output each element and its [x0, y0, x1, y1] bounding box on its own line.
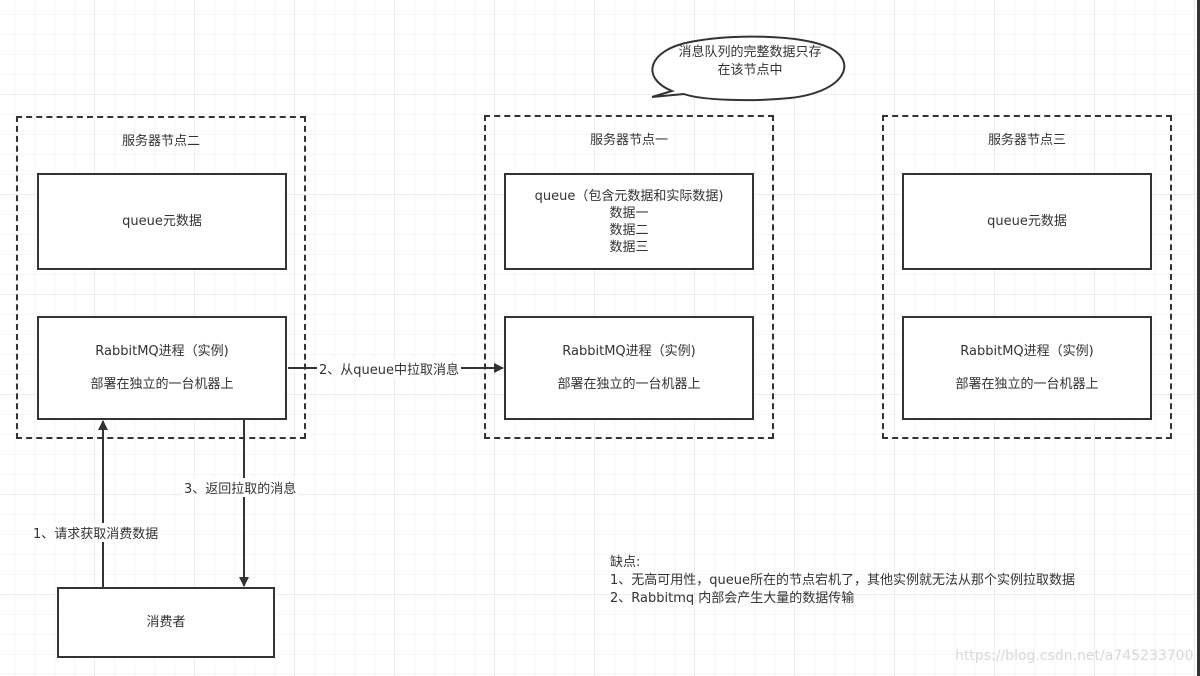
right-edge-bar	[1197, 0, 1200, 676]
node-title: 服务器节点一	[589, 133, 668, 148]
rabbitmq-process-box: RabbitMQ进程（实例) 部署在独立的一台机器上	[504, 316, 754, 420]
queue-full-data-box: queue（包含元数据和实际数据) 数据一 数据二 数据三	[504, 173, 754, 270]
arrow-step1-label: 1、请求获取消费数据	[31, 523, 161, 542]
notes-item: 2、Rabbitmq 内部会产生大量的数据传输	[610, 591, 855, 606]
rabbitmq-process-box: RabbitMQ进程（实例) 部署在独立的一台机器上	[37, 316, 287, 420]
arrow-step2-label: 2、从queue中拉取消息	[317, 359, 461, 378]
server-node-1: 服务器节点一	[484, 115, 774, 439]
arrow-step3-label: 3、返回拉取的消息	[182, 478, 299, 497]
server-node-3: 服务器节点三	[882, 115, 1172, 439]
watermark: https://blog.csdn.net/a745233700	[955, 648, 1194, 664]
callout-bubble	[651, 35, 846, 102]
queue-metadata-box: queue元数据	[902, 173, 1152, 270]
rabbitmq-process-box: RabbitMQ进程（实例) 部署在独立的一台机器上	[902, 316, 1152, 420]
node-title: 服务器节点三	[987, 133, 1066, 148]
consumer-box: 消费者	[57, 587, 275, 658]
server-node-2: 服务器节点二	[16, 116, 306, 439]
node-title: 服务器节点二	[121, 134, 200, 149]
queue-metadata-box: queue元数据	[37, 173, 287, 270]
notes-item: 1、无高可用性，queue所在的节点宕机了，其他实例就无法从那个实例拉取数据	[610, 573, 1075, 588]
callout-text: 消息队列的完整数据只存 在该节点中	[678, 45, 822, 78]
drawbacks-notes: 缺点: 1、无高可用性，queue所在的节点宕机了，其他实例就无法从那个实例拉取…	[610, 554, 1075, 608]
notes-title: 缺点:	[610, 555, 641, 570]
